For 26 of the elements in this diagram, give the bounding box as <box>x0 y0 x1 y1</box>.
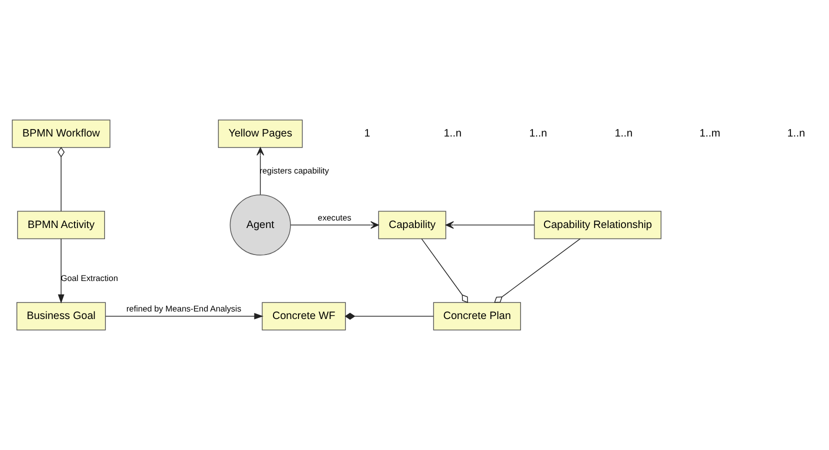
node-box: Business Goal <box>16 302 106 330</box>
arrow <box>58 238 64 304</box>
arrow <box>105 313 264 320</box>
label: 1..n <box>614 128 633 140</box>
node-box: Capability <box>378 210 446 240</box>
label: 1..n <box>444 128 462 140</box>
node-box: BPMN Workflow <box>12 120 110 148</box>
connector <box>421 238 468 303</box>
arrow <box>256 147 264 195</box>
connector <box>344 312 434 320</box>
node-box: Concrete Plan <box>433 302 521 330</box>
label: 1..n <box>787 128 806 140</box>
node-box: Concrete WF <box>262 302 346 330</box>
node-box: Yellow Pages <box>218 120 303 148</box>
node-box: BPMN Activity <box>17 210 105 240</box>
edge-label: refined by Means-End Analysis <box>126 303 242 314</box>
label: 1..m <box>699 128 720 140</box>
arrow <box>290 221 379 229</box>
connector <box>494 238 581 303</box>
edge-label: executes <box>318 212 352 222</box>
connector <box>58 146 65 212</box>
label: 1 <box>364 128 370 140</box>
arrow <box>446 221 535 229</box>
node-circle: Agent <box>230 194 291 256</box>
node-box: Capability Relationship <box>534 210 662 240</box>
label: 1..n <box>529 128 548 140</box>
